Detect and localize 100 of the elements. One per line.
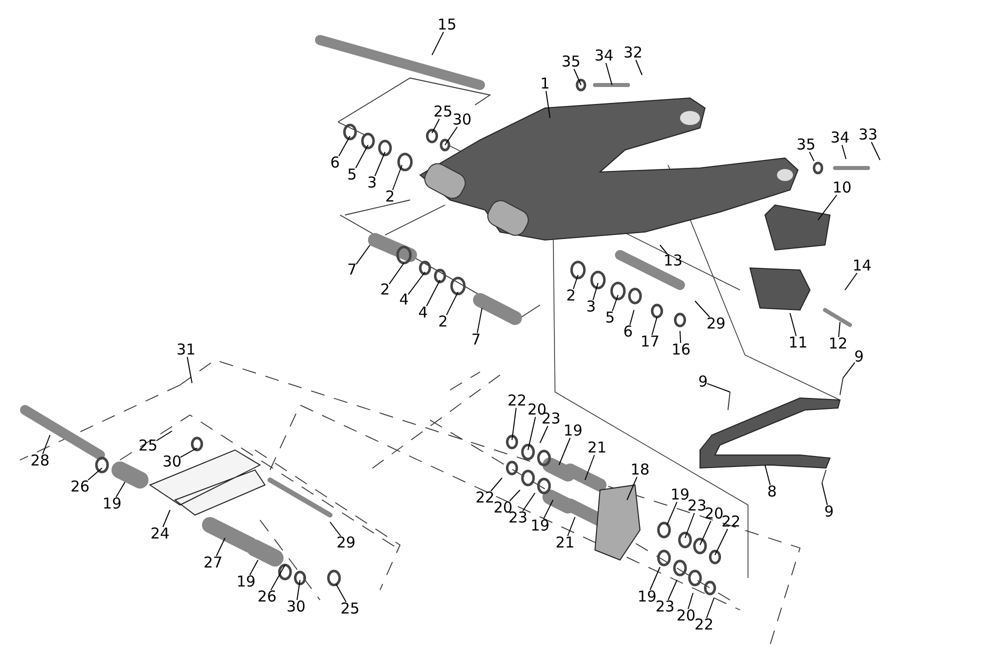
callout-number: 30 — [162, 454, 182, 470]
leader-line — [700, 520, 712, 546]
leader-line — [336, 584, 347, 602]
leader-line — [509, 490, 520, 502]
leader-line — [546, 90, 550, 118]
leader-line — [666, 502, 678, 526]
leader-line — [574, 68, 582, 86]
callout-number: 1 — [540, 76, 550, 92]
leader-line — [635, 60, 642, 76]
leader-line — [650, 566, 660, 590]
leader-line — [512, 408, 517, 440]
leader-line — [842, 362, 856, 378]
callout-number: 35 — [796, 136, 816, 154]
leader-line — [180, 448, 198, 458]
callout-number: 26 — [70, 478, 90, 496]
leader-line — [432, 32, 444, 56]
leader-line — [426, 280, 440, 306]
callout-number: 29 — [336, 534, 356, 552]
callout-number: 9 — [698, 374, 708, 390]
leader-line — [356, 244, 370, 265]
callout-number: 30 — [286, 598, 306, 616]
leader-line — [249, 560, 258, 576]
callout-number: 12 — [828, 336, 848, 352]
leader-line — [476, 308, 482, 334]
leader-line — [592, 282, 598, 300]
leader-line — [838, 322, 840, 338]
leader-line — [660, 244, 668, 254]
leader-line — [626, 476, 638, 500]
leader-line — [88, 468, 102, 480]
callout-number: 19 — [637, 588, 657, 606]
callout-number: 34 — [830, 130, 850, 146]
callout-number: 19 — [102, 496, 122, 512]
callout-number: 8 — [767, 484, 777, 500]
callout-number: 19 — [670, 486, 690, 504]
leader-line — [330, 522, 342, 536]
callout-number: 21 — [587, 440, 607, 456]
leader-line — [543, 500, 554, 520]
leader-line — [694, 300, 710, 318]
callout-number: 5 — [347, 166, 357, 184]
leader-line — [809, 152, 814, 162]
callout-number: 25 — [340, 600, 360, 618]
callout-number: 11 — [788, 334, 808, 352]
callout-number: 22 — [721, 514, 741, 530]
leader-line — [528, 416, 536, 450]
callout-number: 6 — [330, 154, 340, 172]
callout-number: 20 — [676, 608, 696, 624]
callout-number: 21 — [555, 534, 575, 552]
leader-line — [706, 598, 714, 618]
callout-number: 9 — [854, 348, 864, 366]
callout-number: 20 — [704, 506, 724, 522]
leader-line — [818, 194, 838, 220]
callout-number: 26 — [257, 588, 277, 606]
leader-line — [567, 516, 576, 536]
leader-line — [605, 62, 612, 86]
leader-line — [790, 312, 797, 336]
callout-number: 29 — [706, 316, 726, 332]
leader-line — [572, 274, 578, 290]
callout-number: 34 — [594, 48, 614, 64]
leader-line — [392, 164, 402, 190]
leader-line — [444, 126, 458, 146]
callout-number: 18 — [630, 462, 650, 478]
callout-number: 22 — [475, 490, 495, 506]
callout-number: 25 — [433, 104, 453, 120]
leader-line — [680, 330, 682, 344]
callout-number: 7 — [347, 262, 357, 278]
callout-number: 13 — [663, 252, 683, 270]
leader-line — [338, 136, 350, 156]
leader-line — [186, 356, 192, 384]
callout-number: 5 — [605, 310, 615, 326]
callout-number: 35 — [561, 54, 581, 70]
callout-number: 19 — [530, 518, 550, 534]
callout-number: 31 — [176, 342, 196, 358]
callout-number: 23 — [655, 598, 675, 616]
callout-number: 10 — [832, 180, 852, 196]
callout-number: 17 — [640, 334, 660, 350]
leader-line — [408, 272, 426, 295]
callout-number: 19 — [236, 574, 256, 590]
leader-line — [432, 118, 440, 134]
callout-number: 22 — [507, 392, 527, 410]
leader-line — [714, 528, 728, 556]
callout-number: 2 — [385, 188, 395, 206]
leader-line — [156, 430, 172, 442]
callout-number: 23 — [687, 498, 707, 514]
callout-number: 3 — [586, 298, 596, 316]
callout-number: 3 — [367, 174, 377, 192]
callout-number: 32 — [623, 44, 643, 62]
callout-number: 25 — [138, 438, 158, 454]
leader-line — [270, 564, 286, 590]
leader-line — [844, 272, 858, 290]
leader-line — [651, 316, 658, 336]
leader-line — [162, 510, 170, 528]
callout-number: 6 — [623, 324, 633, 340]
leader-line — [374, 152, 386, 176]
leader-line — [629, 310, 634, 326]
leader-line — [355, 144, 368, 168]
callout-number: 28 — [30, 452, 50, 470]
callout-number: 30 — [452, 112, 472, 128]
leader-line — [870, 142, 880, 160]
callout-number: 27 — [203, 554, 223, 572]
leader-line — [540, 426, 548, 444]
